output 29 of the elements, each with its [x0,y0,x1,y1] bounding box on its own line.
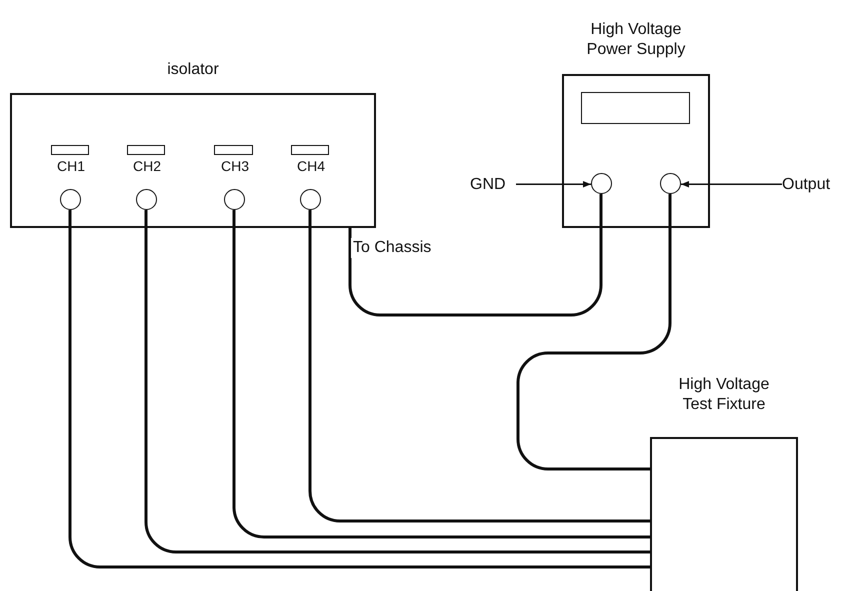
connector-jack [224,189,245,210]
terminal-label: GND [470,175,516,195]
device-title: High Voltage Power Supply [586,20,686,60]
display-window [291,145,329,155]
edge-label: To Chassis [351,238,434,258]
cable [308,210,650,522]
display-window [214,145,253,155]
channel-label: CH3 [221,158,250,174]
terminal-label: Output [782,175,832,195]
display-window [581,92,690,124]
connector-jack [591,173,612,194]
device-title: High Voltage Test Fixture [678,375,770,415]
display-window [127,145,165,155]
display-window [51,145,89,155]
arrow [516,181,591,188]
cable [232,210,650,538]
channel-label: CH2 [133,158,162,174]
arrow [681,181,782,188]
channel-label: CH1 [57,158,86,174]
connector-jack [300,189,321,210]
cable [144,210,650,554]
cable [348,194,602,316]
channel-label: CH4 [297,158,326,174]
cable [68,210,650,568]
connector-jack [60,189,81,210]
connector-jack [136,189,157,210]
device-title: isolator [166,60,220,80]
connector-jack [660,173,681,194]
cable [516,194,672,470]
